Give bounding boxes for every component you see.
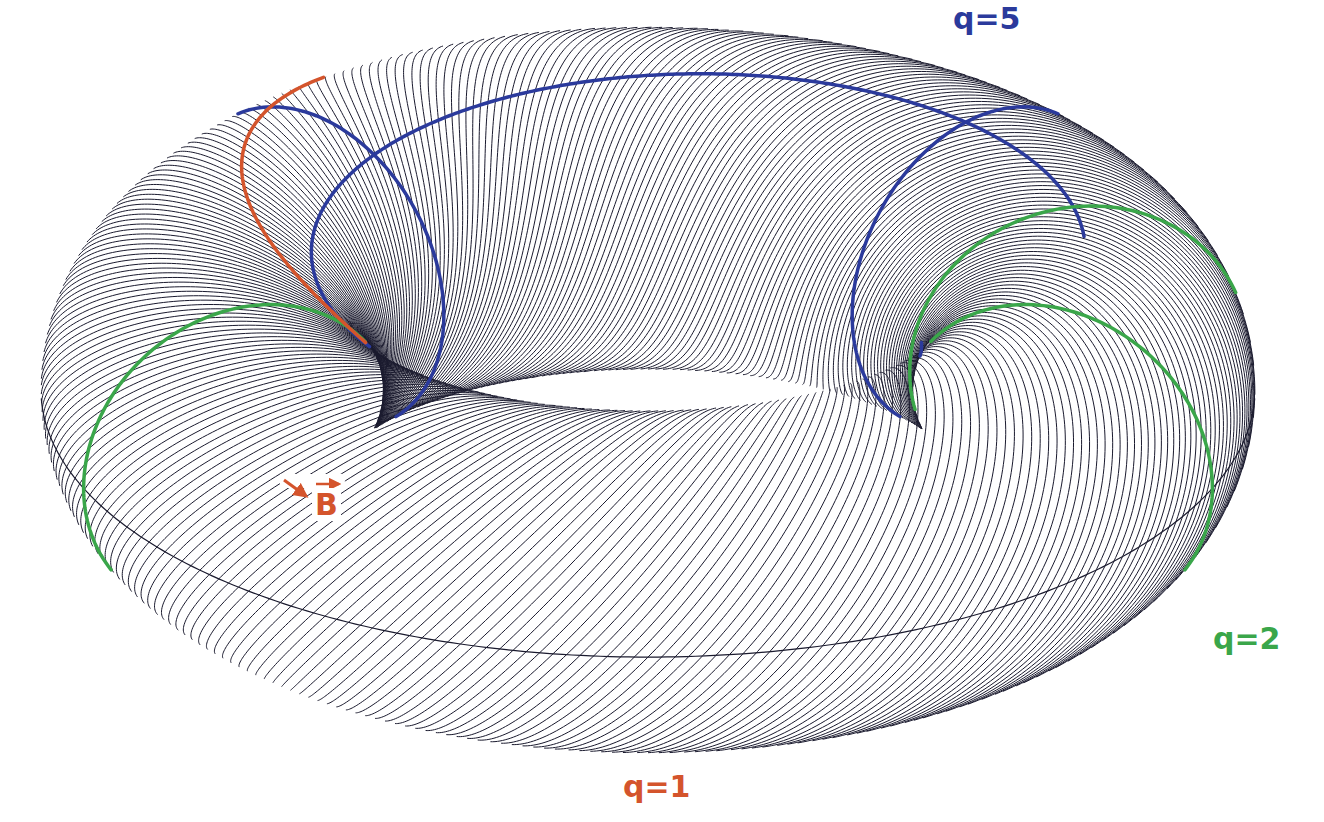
rational-surface-line <box>910 206 1236 410</box>
field-line <box>65 65 1124 752</box>
field-line <box>154 43 1149 705</box>
field-line <box>56 57 1158 752</box>
field-line <box>42 39 1244 747</box>
vector-overarrow <box>316 483 339 486</box>
field-line <box>169 57 1098 727</box>
rational-surface-line <box>931 305 1212 570</box>
field-line <box>43 32 1254 740</box>
field-line <box>42 33 1255 741</box>
field-line <box>69 68 1115 752</box>
field-line <box>59 60 1144 753</box>
field-line <box>92 29 1211 700</box>
q-value-label: q=1 <box>620 770 694 803</box>
field-direction-arrow <box>284 480 306 496</box>
field-line <box>111 80 1023 744</box>
field-line <box>51 52 1175 752</box>
rational-surface-line <box>84 305 365 570</box>
field-line <box>81 77 1082 751</box>
field-line <box>148 41 1155 699</box>
field-line <box>41 38 1250 746</box>
field-lines <box>41 27 1255 753</box>
field-line <box>116 77 1031 743</box>
field-line <box>112 33 1191 687</box>
field-line <box>53 55 1166 753</box>
field-line <box>44 44 1217 750</box>
field-line <box>128 71 1048 739</box>
field-vector-label: B <box>312 488 341 521</box>
rational-surface-line <box>238 107 444 417</box>
field-line <box>95 86 1052 748</box>
field-line <box>62 62 1135 752</box>
field-line <box>176 54 1105 722</box>
q-value-label: q=5 <box>950 2 1024 35</box>
field-line <box>43 42 1229 749</box>
field-line <box>82 28 1219 707</box>
field-line <box>45 46 1208 751</box>
field-line <box>87 29 1215 704</box>
rational-surface-line <box>311 74 1084 356</box>
field-line <box>49 29 1248 732</box>
rational-surface-line <box>242 77 366 342</box>
field-line <box>42 41 1235 748</box>
q-value-label: q=2 <box>1210 622 1284 655</box>
field-line <box>73 71 1104 752</box>
field-line <box>128 36 1173 685</box>
field-line <box>47 48 1198 751</box>
field-line <box>135 69 1057 738</box>
torus-outline <box>41 398 1254 657</box>
